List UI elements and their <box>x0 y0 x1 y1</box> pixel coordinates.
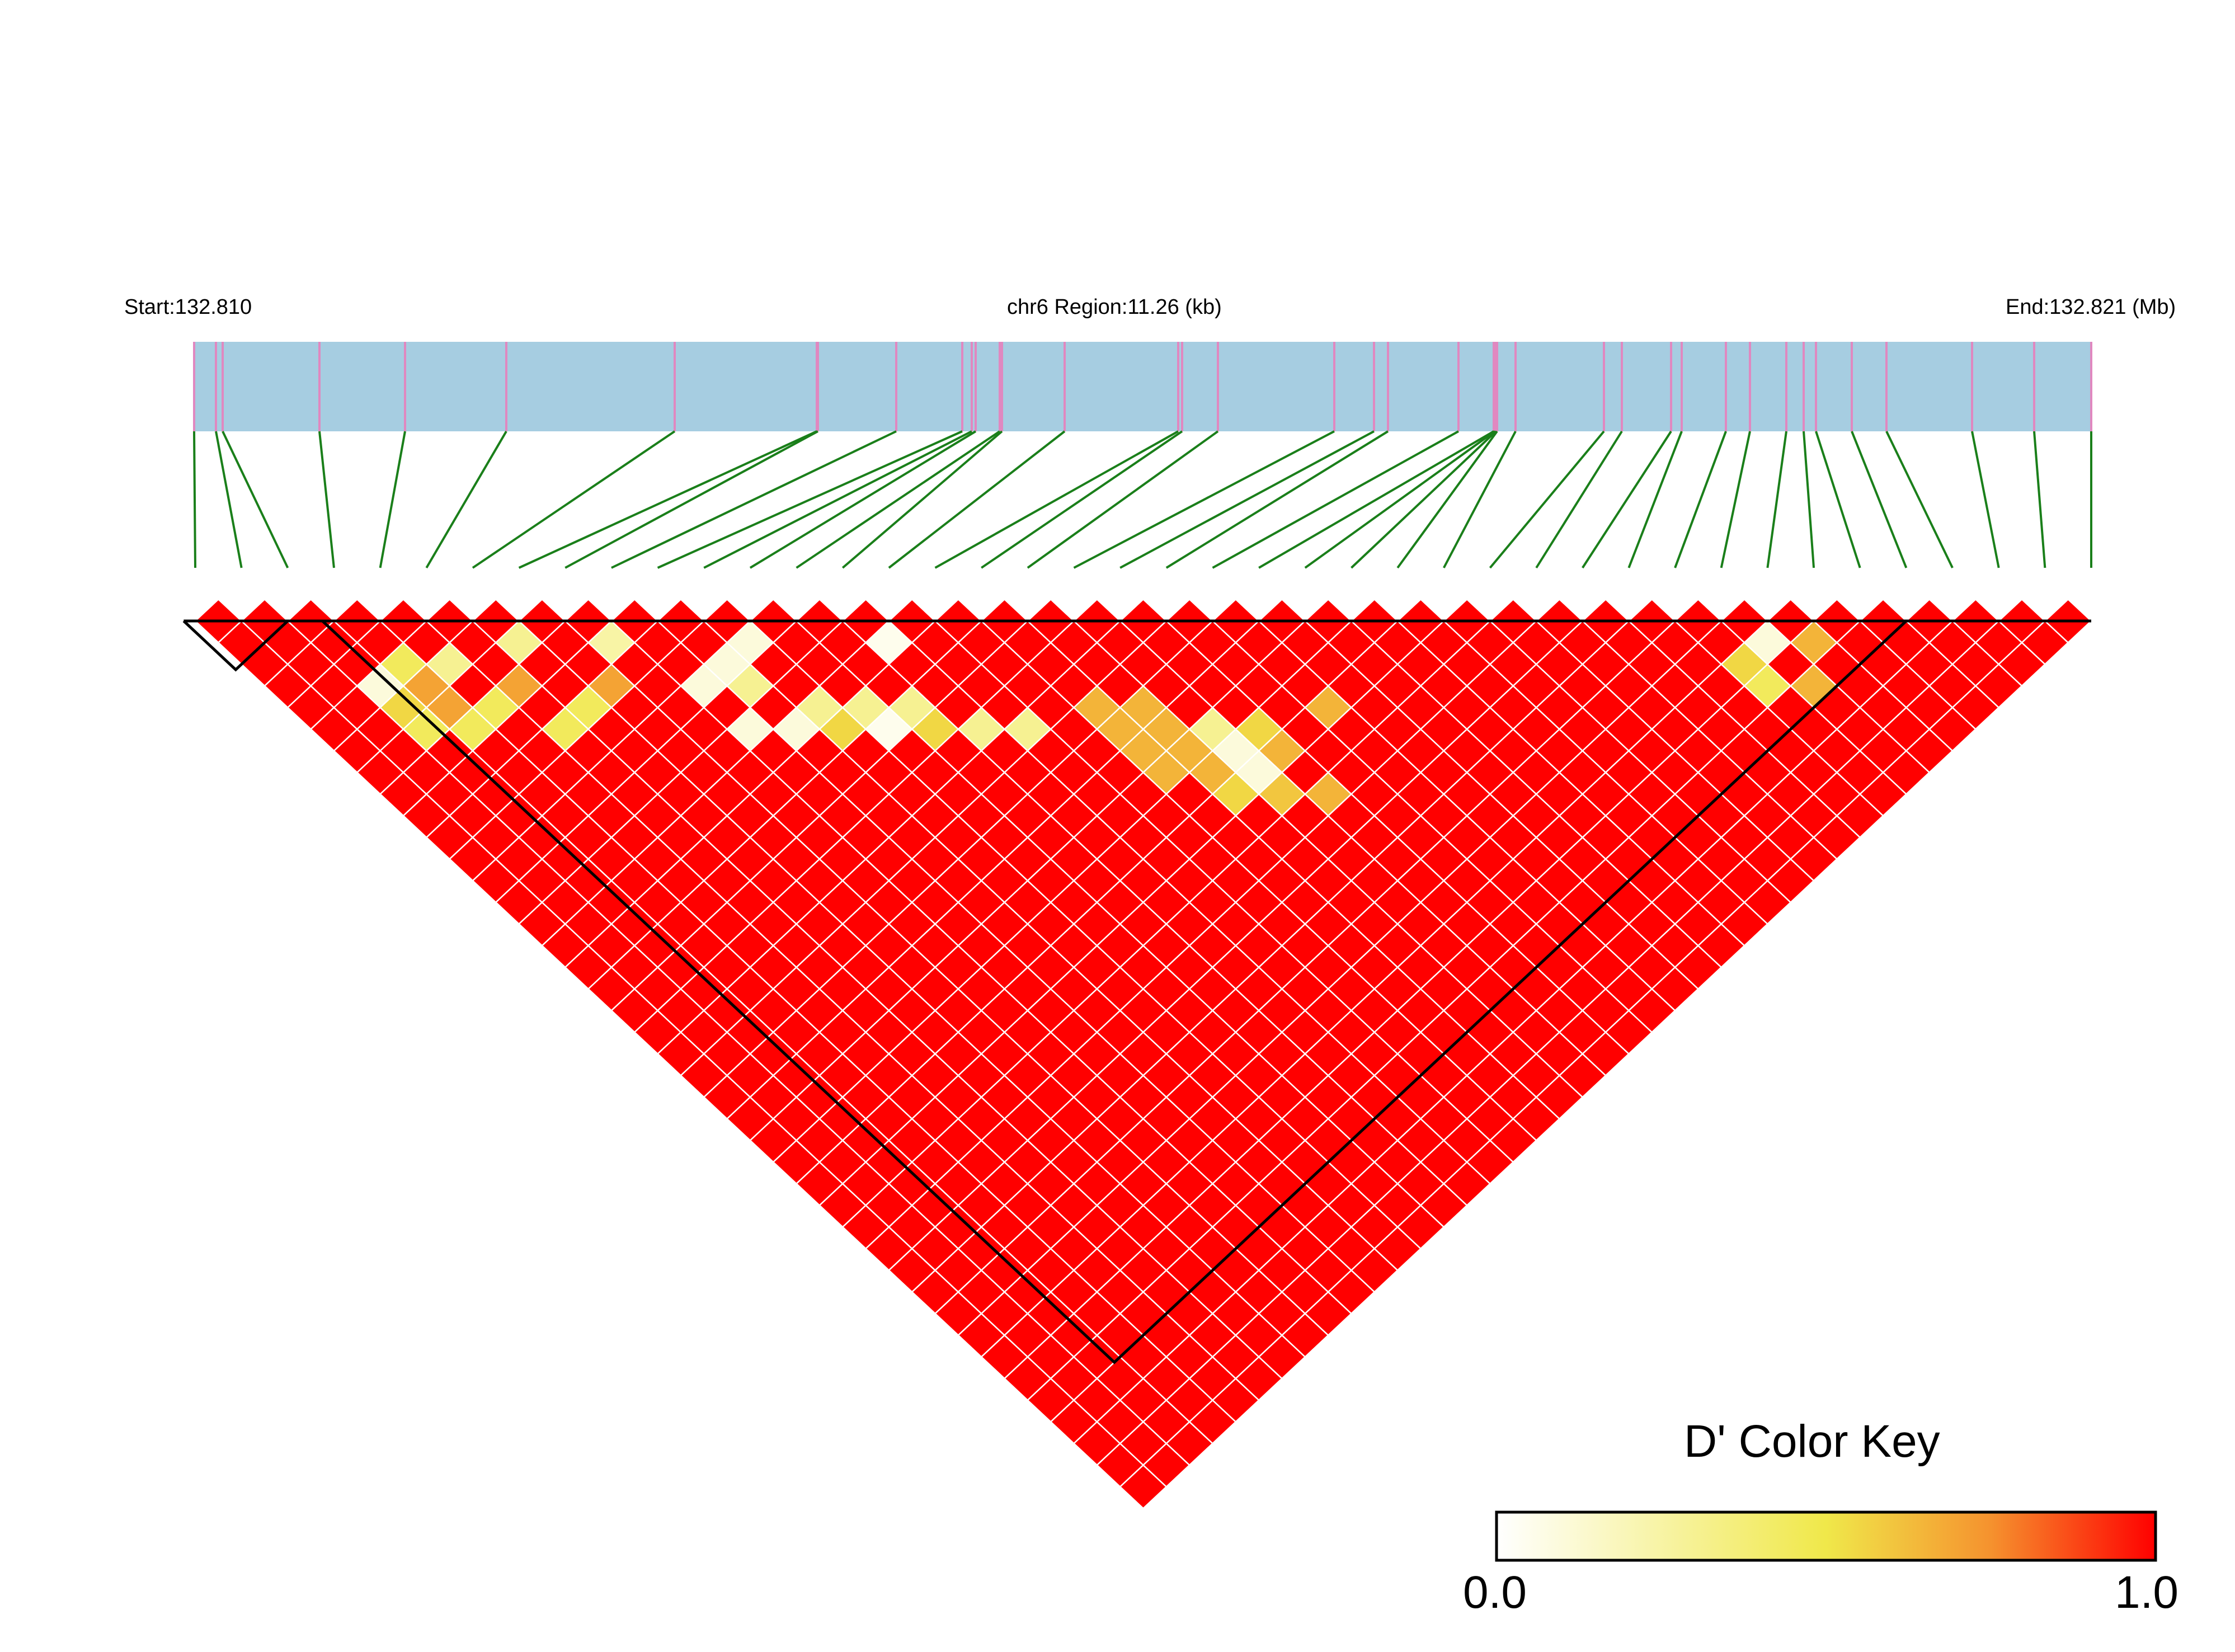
color-key-max-label: 1.0 <box>2115 1567 2178 1618</box>
color-key-title: D' Color Key <box>1684 1416 1940 1467</box>
snp-connector <box>472 430 676 569</box>
snp-connector <box>611 430 897 569</box>
snp-connector <box>1674 431 1727 568</box>
ld-cells <box>194 598 2092 1510</box>
snp-connector <box>888 430 1066 569</box>
snp-connector <box>1627 431 1683 568</box>
snp-markers <box>193 342 2092 431</box>
snp-connector <box>703 430 972 569</box>
chromosome-region-bar <box>194 342 2091 431</box>
snp-connector-lines <box>193 430 2092 569</box>
snp-connector <box>379 431 406 568</box>
haplotype-block-outline <box>321 620 1908 1364</box>
snp-connector <box>1258 430 1495 569</box>
snp-connector <box>1885 431 1954 568</box>
snp-connector <box>518 430 817 569</box>
snp-connector <box>1119 430 1375 569</box>
snp-connector <box>749 430 977 569</box>
snp-connector <box>1815 431 1861 568</box>
snp-connector <box>796 430 1001 569</box>
region-label: chr6 Region:11.26 (kb) <box>1007 295 1222 319</box>
snp-connector <box>1766 431 1787 568</box>
snp-connector <box>1803 431 1815 568</box>
haplotype-blocks <box>182 619 2091 1364</box>
snp-connector <box>1027 430 1219 569</box>
snp-connector <box>1212 430 1459 569</box>
snp-connector <box>564 430 818 569</box>
snp-connector <box>1720 431 1751 568</box>
snp-connector <box>1396 430 1498 569</box>
snp-connector <box>2033 431 2046 568</box>
snp-connector <box>318 431 335 568</box>
snp-connector <box>193 431 196 568</box>
snp-connector <box>1535 430 1623 569</box>
haplotype-block-outline <box>182 620 289 672</box>
snp-connector <box>1971 431 2000 568</box>
end-position-label: End:132.821 (Mb) <box>2006 295 2176 319</box>
snp-connector <box>1304 430 1496 569</box>
snp-connector <box>1165 430 1389 569</box>
snp-connector <box>1443 431 1517 568</box>
snp-connector <box>1851 431 1908 568</box>
snp-connector <box>222 431 289 568</box>
color-key-min-label: 0.0 <box>1463 1567 1527 1618</box>
snp-connector <box>215 431 243 568</box>
snp-connector <box>841 430 1003 569</box>
start-position-label: Start:132.810 <box>124 295 252 319</box>
color-key-bar <box>1495 1510 2157 1562</box>
snp-connector <box>1073 430 1335 569</box>
snp-connector <box>934 430 1179 569</box>
snp-connector <box>1582 430 1672 569</box>
snp-connector <box>981 430 1183 569</box>
snp-connector <box>1351 430 1497 569</box>
snp-connector <box>1489 430 1605 569</box>
snp-connector <box>425 430 507 569</box>
snp-connector <box>657 430 963 569</box>
